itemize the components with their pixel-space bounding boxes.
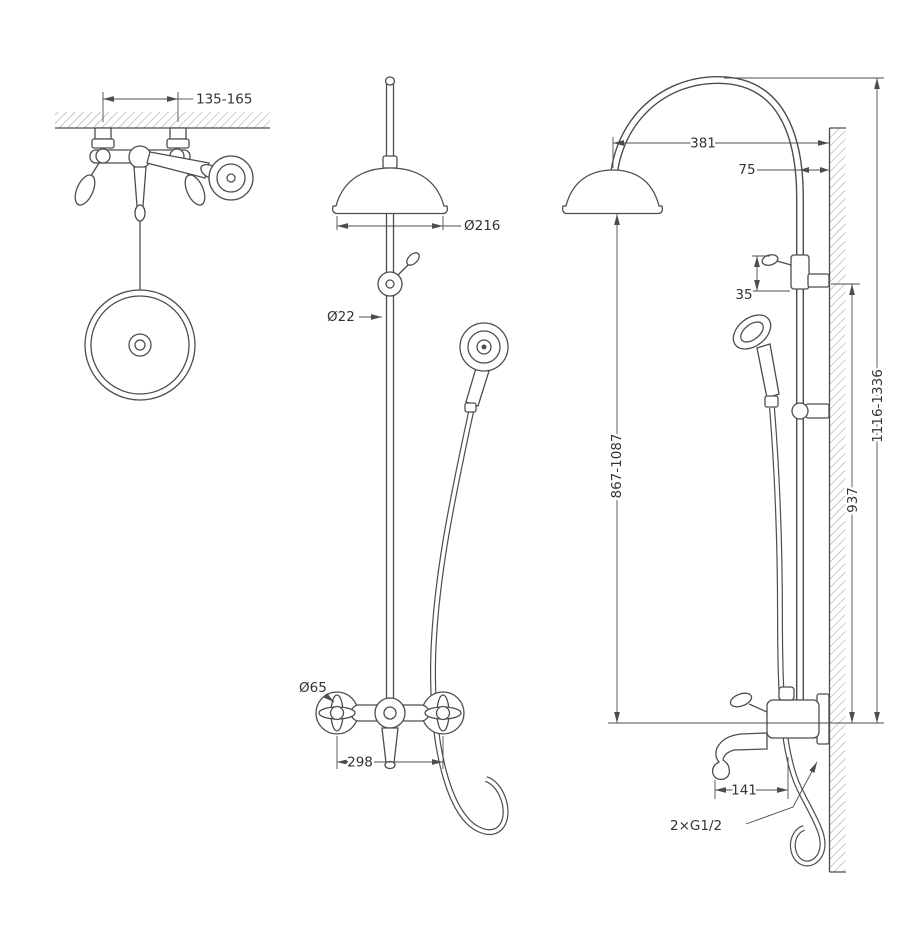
dim-handle-diameter: Ø65 [299, 680, 327, 696]
dim-mixer-width-lines [336, 736, 444, 769]
wall-hatch-top-view [55, 112, 270, 128]
hand-shower-top [146, 151, 254, 201]
side-dimension-lines [608, 77, 884, 825]
connection-leader-line [745, 761, 818, 825]
dim-spread-lines [102, 92, 193, 122]
diverter-top [133, 166, 147, 222]
top-view: 135-165 [55, 89, 270, 401]
inlet-unions [91, 127, 190, 149]
tub-spout-side [711, 732, 768, 781]
diverter-front [377, 252, 420, 297]
dim-mixer-width: 298 [347, 755, 373, 771]
dim-diverter-offset: 35 [735, 287, 752, 303]
wall-clamp [791, 402, 830, 420]
dim-bracket-height: 937 [845, 487, 861, 513]
side-view: 381 75 35 867-1087 937 1116-1336 141 2×G… [561, 75, 889, 873]
shower-hose-front [429, 411, 509, 836]
dim-total-height: 1116-1336 [870, 369, 886, 443]
diverter-side [761, 254, 830, 290]
dim-spread: 135-165 [196, 92, 252, 108]
dim-spout-reach: 141 [731, 783, 757, 799]
rain-head-front [331, 167, 449, 215]
spout-front [381, 727, 399, 764]
hand-shower-front [459, 322, 509, 413]
label-connection-size: 2×G1/2 [670, 818, 722, 834]
mixer-front [315, 691, 465, 770]
rain-head-top [84, 289, 196, 401]
dim-head-diameter-lines [336, 216, 461, 230]
dim-wall-offset: 75 [738, 162, 755, 178]
mixer-side [711, 686, 830, 781]
dim-handle-diameter-leader [323, 692, 335, 703]
front-view: Ø216 Ø22 [297, 76, 509, 836]
rain-head-side [561, 169, 664, 215]
lever-handle-left [74, 162, 100, 206]
cross-handle-left [318, 694, 356, 732]
wall-side-view [828, 127, 846, 873]
dim-riser-range: 867-1087 [609, 434, 625, 499]
dim-head-diameter: Ø216 [464, 218, 500, 234]
hand-shower-side [732, 314, 780, 408]
arch-pipe-side [609, 75, 804, 702]
dim-arch-reach: 381 [690, 136, 716, 152]
dim-pipe-diameter: Ø22 [327, 309, 355, 325]
shower-hose-side [769, 407, 826, 867]
cross-handle-right [424, 694, 462, 732]
